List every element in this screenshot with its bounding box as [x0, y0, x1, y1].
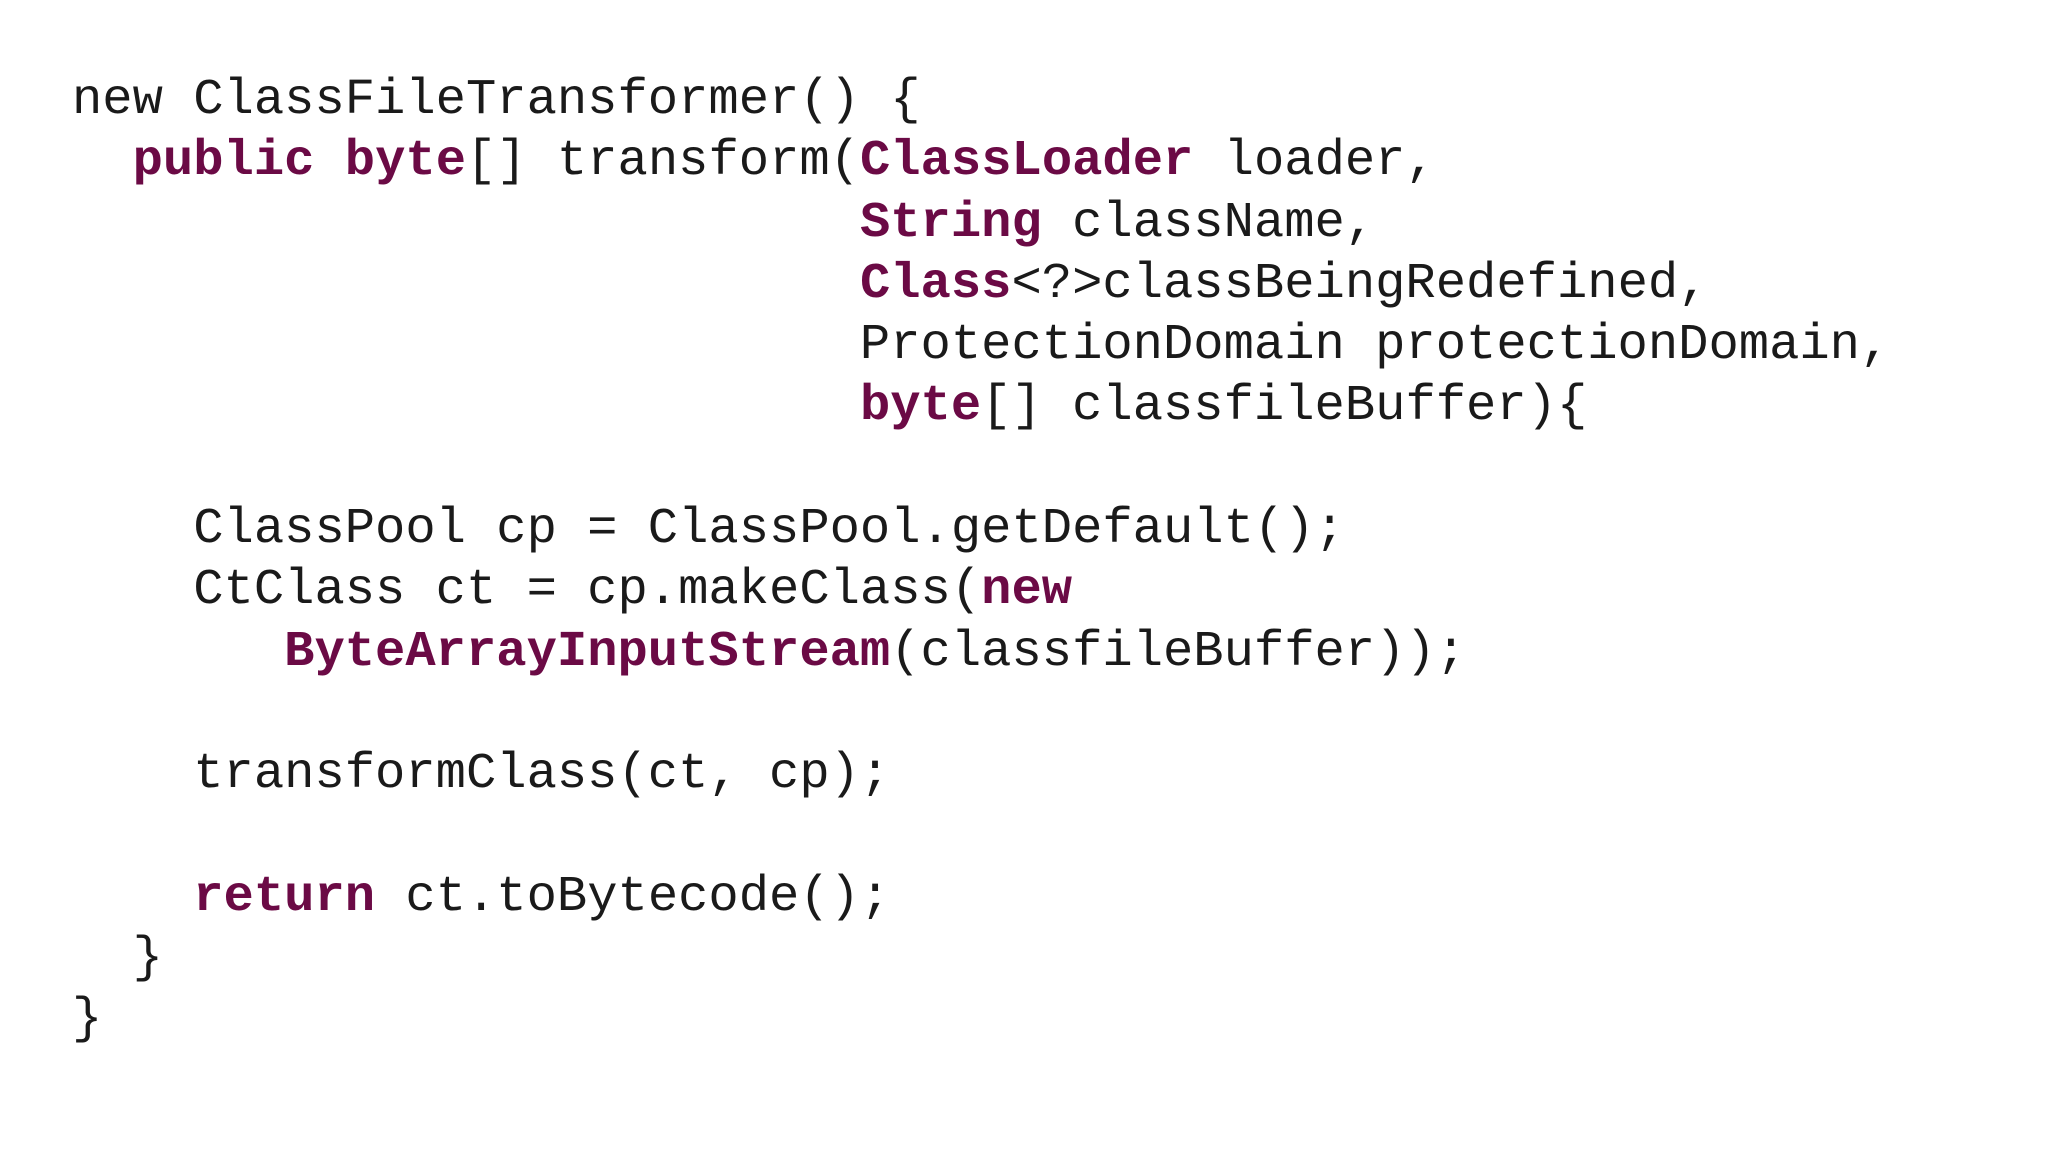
code-text: }: [72, 991, 103, 1049]
code-text: ProtectionDomain protectionDomain,: [72, 317, 1891, 375]
code-line: new ClassFileTransformer() {: [72, 70, 1890, 131]
code-text: [] transform(: [466, 133, 860, 191]
code-text: [72, 869, 193, 926]
code-line: public byte[] transform(ClassLoader load…: [72, 131, 1890, 192]
code-keyword: ClassLoader: [859, 133, 1194, 191]
code-line: byte[] classfileBuffer){: [72, 376, 1890, 437]
code-text: CtClass ct = cp.makeClass(: [72, 562, 982, 620]
code-text: [72, 378, 860, 435]
code-text: [72, 256, 860, 313]
code-line: String className,: [72, 193, 1890, 254]
code-keyword: byte: [859, 378, 982, 436]
code-text: new ClassFileTransformer() {: [72, 72, 921, 129]
code-keyword: ByteArrayInputStream: [284, 623, 891, 681]
code-keyword: new: [981, 562, 1073, 620]
code-text: [314, 133, 344, 190]
code-keyword: byte: [344, 133, 467, 191]
code-text: [72, 133, 133, 190]
code-line: return ct.toBytecode();: [72, 867, 1890, 928]
code-text: [72, 624, 284, 681]
code-text: [] classfileBuffer){: [981, 378, 1588, 436]
code-text: }: [72, 930, 163, 988]
code-line: ByteArrayInputStream(classfileBuffer));: [72, 622, 1890, 683]
code-line: [72, 438, 1890, 499]
code-keyword: String: [859, 194, 1042, 252]
code-line: ClassPool cp = ClassPool.getDefault();: [72, 499, 1890, 560]
code-keyword: Class: [859, 255, 1012, 313]
code-line: transformClass(ct, cp);: [72, 744, 1890, 805]
code-text: loader,: [1193, 133, 1436, 191]
code-keyword: public: [132, 133, 315, 191]
code-text: ClassPool cp = ClassPool.getDefault();: [72, 501, 1345, 559]
code-line: }: [72, 928, 1890, 989]
code-line: [72, 806, 1890, 867]
code-keyword: return: [193, 868, 376, 926]
code-text: (classfileBuffer));: [890, 623, 1467, 681]
code-line: [72, 683, 1890, 744]
code-text: [72, 195, 860, 252]
code-text: className,: [1041, 194, 1376, 252]
code-text: <?>classBeingRedefined,: [1011, 255, 1709, 313]
code-text: transformClass(ct, cp);: [72, 746, 891, 804]
code-text: ct.toBytecode();: [375, 868, 891, 926]
code-block: new ClassFileTransformer() { public byte…: [72, 70, 1890, 1051]
code-line: }: [72, 989, 1890, 1050]
code-line: ProtectionDomain protectionDomain,: [72, 315, 1890, 376]
code-line: CtClass ct = cp.makeClass(new: [72, 560, 1890, 621]
code-line: Class<?>classBeingRedefined,: [72, 254, 1890, 315]
